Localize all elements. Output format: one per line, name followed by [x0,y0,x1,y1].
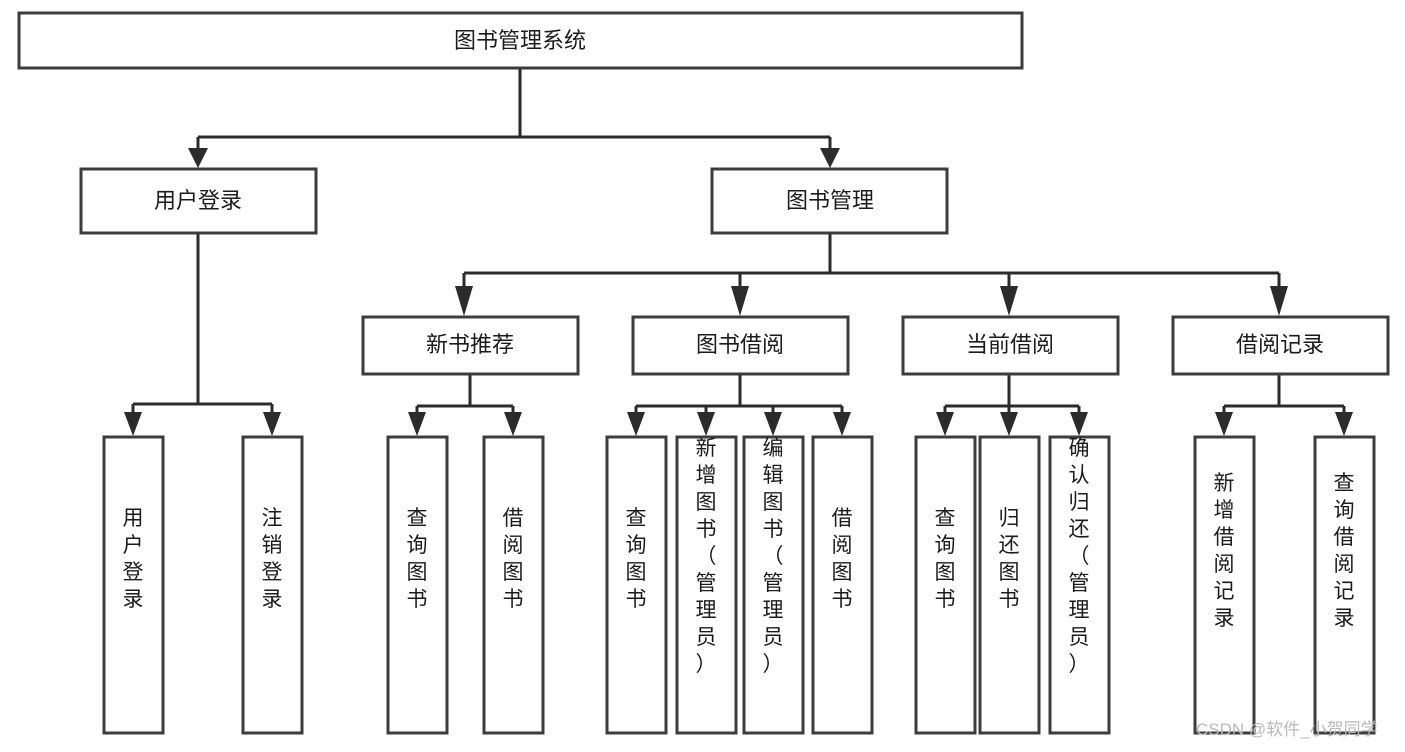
leaf-query-record-label: 查询借阅记录 [1334,472,1355,630]
leaf-confirm-return[interactable]: 确认归还（管理员） [1048,435,1111,735]
node-book-borrow-box[interactable] [631,315,850,376]
leaf-add-book[interactable]: 新增图书（管理员） [675,435,738,735]
arrow-head-leaf-query-book-1 [408,412,426,436]
leaf-query-book-1-label: 查询图书 [407,507,428,611]
node-borrow-record-label: 借阅记录 [1236,332,1324,357]
arrow-head-book-management [820,148,840,168]
leaf-edit-book-label: 编辑图书（管理员） [763,437,784,676]
leaf-return-book-box[interactable] [978,435,1041,735]
leaf-query-book-3[interactable]: 查询图书 [914,435,977,735]
arrow-head-leaf-user-logout [263,412,281,436]
leaf-user-logout-box[interactable] [241,435,304,735]
arrow-head-leaf-edit-book [764,412,782,436]
node-book-management-label: 图书管理 [786,188,874,213]
leaf-user-logout-label: 注销登录 [262,507,283,611]
leaf-query-book-2-label: 查询图书 [626,507,647,611]
node-book-borrow[interactable]: 图书借阅 [631,315,850,376]
leaf-query-book-2[interactable]: 查询图书 [605,435,668,735]
leaf-query-book-3-label: 查询图书 [935,507,956,611]
arrow-head-leaf-add-record [1215,412,1233,436]
leaf-query-book-2-box[interactable] [605,435,668,735]
leaf-user-login-label: 用户登录 [123,507,144,611]
leaf-add-record-box[interactable] [1193,435,1256,735]
node-current-borrow-box[interactable] [901,315,1120,376]
leaf-user-login-box[interactable] [102,435,165,735]
arrow-head-current-borrow [1000,286,1018,316]
leaf-edit-book-box[interactable] [742,435,805,735]
arrow-head-leaf-query-book-2 [627,412,645,436]
arrow-head-leaf-borrow-book-2 [833,412,851,436]
node-user-login[interactable]: 用户登录 [79,167,318,235]
leaf-return-book-label: 归还图书 [999,507,1020,611]
leaf-query-book-1[interactable]: 查询图书 [386,435,449,735]
node-new-book-recommend-label: 新书推荐 [426,332,514,357]
arrow-head-leaf-query-book-3 [936,412,954,436]
leaf-edit-book[interactable]: 编辑图书（管理员） [742,435,805,735]
leaf-borrow-book-1-box[interactable] [482,435,545,735]
node-root-label: 图书管理系统 [454,28,586,53]
arrow-head-leaf-user-login [124,412,142,436]
node-book-management[interactable]: 图书管理 [710,167,949,235]
arrow-head-leaf-add-book [697,412,715,436]
arrow-head-leaf-query-record [1335,412,1353,436]
node-root[interactable]: 图书管理系统 [17,11,1024,70]
arrow-head-borrow-record [1270,286,1288,316]
node-book-management-box[interactable] [710,167,949,235]
leaf-add-record[interactable]: 新增借阅记录 [1193,435,1256,735]
node-user-login-box[interactable] [79,167,318,235]
leaf-query-book-3-box[interactable] [914,435,977,735]
arrow-head-leaf-borrow-book-1 [504,412,522,436]
node-book-borrow-label: 图书借阅 [696,332,784,357]
arrow-head-user-login [188,148,208,168]
leaf-borrow-book-1[interactable]: 借阅图书 [482,435,545,735]
arrow-head-book-borrow [731,286,749,316]
leaf-borrow-book-2-box[interactable] [811,435,874,735]
leaf-return-book[interactable]: 归还图书 [978,435,1041,735]
leaf-borrow-book-2-label: 借阅图书 [832,507,853,611]
leaf-add-record-label: 新增借阅记录 [1214,472,1235,630]
node-current-borrow-label: 当前借阅 [966,332,1054,357]
connector-layer [124,68,1353,436]
leaf-query-record-box[interactable] [1313,435,1376,735]
leaf-query-record[interactable]: 查询借阅记录 [1313,435,1376,735]
node-new-book-recommend[interactable]: 新书推荐 [361,315,580,376]
node-root-box[interactable] [17,11,1024,70]
node-borrow-record[interactable]: 借阅记录 [1171,315,1390,376]
csdn-watermark: CSDN @软件_小贺同学 [1196,720,1378,739]
node-new-book-recommend-box[interactable] [361,315,580,376]
leaf-borrow-book-2[interactable]: 借阅图书 [811,435,874,735]
leaf-borrow-book-1-label: 借阅图书 [503,507,524,611]
node-borrow-record-box[interactable] [1171,315,1390,376]
leaf-user-login[interactable]: 用户登录 [102,435,165,735]
leaf-confirm-return-label: 确认归还（管理员） [1069,437,1090,676]
leaf-query-book-1-box[interactable] [386,435,449,735]
arrow-head-leaf-return-book [1000,412,1018,436]
leaf-add-book-box[interactable] [675,435,738,735]
leaf-confirm-return-box[interactable] [1048,435,1111,735]
node-current-borrow[interactable]: 当前借阅 [901,315,1120,376]
leaf-user-logout[interactable]: 注销登录 [241,435,304,735]
arrow-head-new-book-recommend [455,286,473,316]
arrow-head-leaf-confirm-return [1070,412,1088,436]
node-user-login-label: 用户登录 [154,188,242,213]
leaf-add-book-label: 新增图书（管理员） [696,437,717,676]
